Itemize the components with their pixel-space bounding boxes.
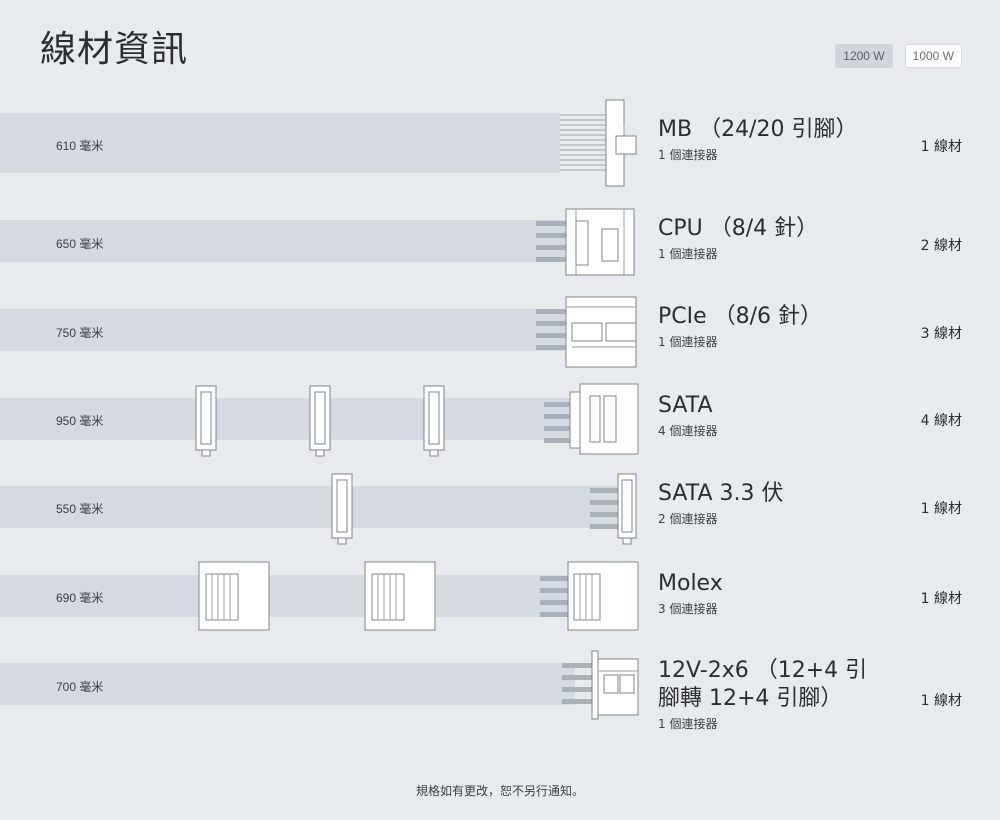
wattage-option-1200[interactable]: 1200 W [835, 44, 893, 68]
connector-info: SATA 3.3 伏 2 個連接器 [658, 480, 783, 527]
connector-name-line-2: 腳轉 12+4 引腳） [658, 686, 843, 711]
cable-band [0, 220, 570, 262]
connector-name: MB （24/20 引腳） [658, 117, 858, 142]
page-title: 線材資訊 [40, 29, 189, 70]
cable-count: 1 線材 [920, 501, 962, 517]
cable-length: 610 毫米 [56, 139, 104, 153]
molex-inline-connector-icon [364, 561, 436, 631]
cable-row-mb: 610 毫米 MB （24/20 引腳） 1 個連接器 1 線材 [0, 99, 1000, 190]
connector-info: 12V-2x6 （12+4 引 腳轉 12+4 引腳） 1 個連接器 [658, 657, 867, 732]
12v-2x6-connector-icon [562, 650, 639, 720]
cable-count: 1 線材 [920, 693, 962, 709]
cable-band [0, 309, 570, 351]
connector-count: 1 個連接器 [658, 717, 718, 731]
connector-count: 4 個連接器 [658, 424, 718, 438]
cable-row-cpu: 650 毫米 CPU （8/4 針） 1 個連接器 2 線材 [0, 205, 1000, 285]
cable-band [0, 113, 560, 173]
connector-info: CPU （8/4 針） 1 個連接器 [658, 215, 818, 262]
connector-name-line-1: 12V-2x6 （12+4 引 [658, 658, 868, 683]
connector-count: 1 個連接器 [658, 247, 718, 261]
molex-inline-connector-icon [198, 561, 270, 631]
cable-count: 1 線材 [920, 139, 962, 155]
connector-name: SATA 3.3 伏 [658, 481, 784, 506]
cable-length: 550 毫米 [56, 502, 104, 516]
cable-count: 2 線材 [920, 238, 962, 254]
cable-row-sata-3v3: 550 毫米 SATA 3.3 伏 2 個連接器 1 線材 [0, 468, 1000, 548]
cable-length: 950 毫米 [56, 414, 104, 428]
connector-count: 3 個連接器 [658, 602, 718, 616]
connector-info: Molex 3 個連接器 [658, 570, 723, 617]
connector-info: SATA 4 個連接器 [658, 392, 717, 439]
cable-count: 1 線材 [920, 591, 962, 607]
connector-name: CPU （8/4 針） [658, 216, 819, 241]
wattage-option-1000[interactable]: 1000 W [904, 44, 962, 68]
molex-connector-icon [540, 561, 639, 631]
connector-name: PCIe （8/6 針） [658, 304, 823, 329]
connector-count: 2 個連接器 [658, 512, 718, 526]
connector-count: 1 個連接器 [658, 148, 718, 162]
sata-inline-connector-icon [423, 385, 445, 457]
cpu-8pin-connector-icon [536, 208, 635, 276]
cable-band [0, 575, 570, 617]
connector-name: Molex [658, 571, 723, 596]
cable-row-12v-2x6: 700 毫米 12V-2x6 （12+4 引 腳轉 12+4 引腳） 1 個連接… [0, 645, 1000, 745]
cable-length: 700 毫米 [56, 680, 104, 694]
cable-row-molex: 690 毫米 Molex 3 個連接器 1 線材 [0, 558, 1000, 638]
connector-count: 1 個連接器 [658, 335, 718, 349]
cable-length: 750 毫米 [56, 326, 104, 340]
cable-count: 3 線材 [920, 326, 962, 342]
sata-inline-connector-icon [331, 473, 353, 545]
connector-info: MB （24/20 引腳） 1 個連接器 [658, 116, 857, 163]
pcie-8pin-connector-icon [536, 296, 637, 368]
connector-info: PCIe （8/6 針） 1 個連接器 [658, 303, 822, 350]
connector-name: SATA [658, 393, 713, 418]
cable-length: 650 毫米 [56, 237, 104, 251]
cable-band [0, 486, 620, 528]
cable-band [0, 663, 575, 705]
cable-row-pcie: 750 毫米 PCIe （8/6 針） 1 個連接器 3 線材 [0, 293, 1000, 373]
cable-length: 690 毫米 [56, 591, 104, 605]
sata-connector-icon [544, 383, 639, 455]
sata-connector-icon [590, 473, 637, 545]
wattage-selector: 1200 W 1000 W [835, 44, 962, 68]
mb-24pin-connector-icon [560, 99, 637, 187]
cable-row-sata: 950 毫米 SATA 4 個連接器 4 線材 [0, 380, 1000, 460]
cable-band [0, 398, 570, 440]
footer-note: 規格如有更改，恕不另行通知。 [415, 784, 584, 798]
sata-inline-connector-icon [195, 385, 217, 457]
sata-inline-connector-icon [309, 385, 331, 457]
cable-count: 4 線材 [920, 413, 962, 429]
